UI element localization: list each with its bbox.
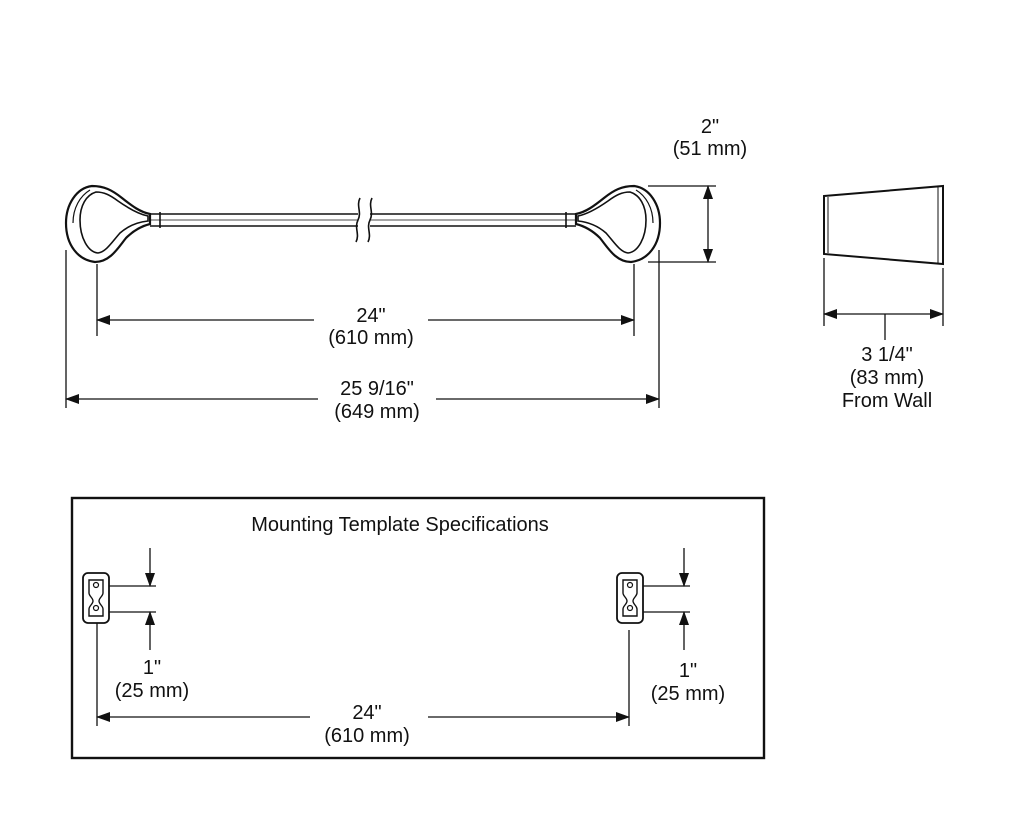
left-offset-mm: (25 mm) (115, 680, 189, 702)
template-spacing-inches: 24" (352, 702, 381, 724)
right-offset-dimension (643, 548, 690, 650)
template-title: Mounting Template Specifications (251, 514, 549, 536)
height-mm: (51 mm) (673, 138, 747, 160)
inner-length-mm: (610 mm) (328, 327, 414, 349)
towel-bar-front-view (64, 184, 662, 264)
depth-note: From Wall (842, 390, 932, 412)
overall-length-dimension (65, 250, 660, 408)
inner-length-inches: 24" (356, 305, 385, 327)
depth-mm: (83 mm) (850, 367, 924, 389)
left-bracket-icon (82, 572, 110, 624)
template-frame (70, 496, 766, 760)
template-spacing-dimension (96, 623, 630, 726)
rod (150, 197, 576, 243)
right-post-icon (574, 184, 662, 264)
overall-length-mm: (649 mm) (334, 401, 420, 423)
depth-dimension (823, 258, 944, 340)
left-post-icon (64, 184, 152, 264)
left-offset-dimension (109, 548, 156, 650)
overall-length-inches: 25 9/16" (340, 378, 414, 400)
right-offset-mm: (25 mm) (651, 683, 725, 705)
side-view-post-icon (823, 184, 944, 266)
template-spacing-mm: (610 mm) (324, 725, 410, 747)
height-inches: 2" (701, 116, 719, 138)
right-offset-inches: 1" (679, 660, 697, 682)
right-bracket-icon (616, 572, 644, 624)
depth-inches: 3 1/4" (861, 344, 913, 366)
inner-length-dimension (96, 264, 635, 336)
left-offset-inches: 1" (143, 657, 161, 679)
